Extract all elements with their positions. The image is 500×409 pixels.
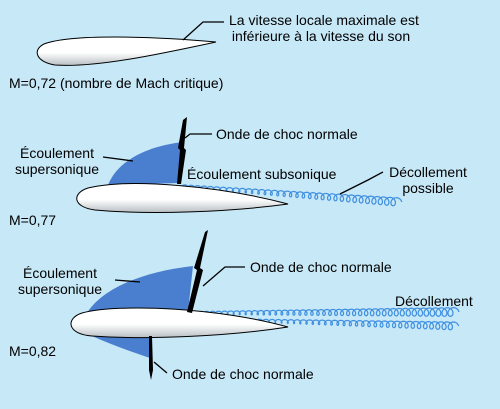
separation-label-3: Décollement — [395, 293, 473, 309]
max-velocity-callout: La vitesse locale maximale est inférieur… — [229, 12, 419, 45]
panel-2 — [76, 117, 403, 213]
wake-2 — [180, 184, 403, 207]
mach-label-2: M=0,77 — [9, 212, 57, 228]
normal-shock-3-lower — [149, 336, 153, 380]
supersonic-leader-3 — [114, 279, 141, 283]
callout-line-2: inférieure à la vitesse du son — [231, 28, 411, 45]
supersonic-line-1: Écoulement — [20, 145, 94, 161]
normal-shock-2 — [177, 117, 187, 184]
supersonic-line-1: Écoulement — [23, 265, 97, 281]
airfoil-2 — [76, 183, 289, 213]
airfoil-3 — [70, 307, 289, 339]
subsonic-label-2: Écoulement subsonique — [187, 166, 337, 182]
callout-line-1: La vitesse locale maximale est — [229, 12, 419, 28]
supersonic-line-2: supersonique — [14, 161, 100, 178]
normal-shock-3-upper — [187, 230, 208, 313]
supersonic-label-3: Écoulement supersonique — [10, 265, 110, 297]
supersonic-label-2: Écoulement supersonique — [10, 145, 104, 177]
shock-upper-label-3: Onde de choc normale — [250, 259, 392, 275]
separation-leader-2 — [339, 171, 384, 195]
callout-leader-1 — [182, 21, 224, 41]
separation-line-1: Décollement — [389, 164, 467, 180]
supersonic-leader-2 — [102, 156, 134, 162]
supersonic-line-2: supersonique — [17, 281, 103, 298]
supersonic-region-2 — [108, 142, 183, 185]
shock-lower-leader-3 — [153, 361, 168, 374]
separation-label-2: Décollement possible — [382, 164, 474, 196]
shock-label-2: Onde de choc normale — [216, 126, 358, 142]
mach-label-3: M=0,82 — [9, 343, 57, 359]
mach-label-1: M=0,72 (nombre de Mach critique) — [9, 75, 224, 91]
shock-lower-label-3: Onde de choc normale — [172, 366, 314, 382]
shock-upper-leader-3 — [202, 266, 245, 287]
separation-line-2: possible — [402, 180, 454, 197]
shock-leader-2 — [184, 133, 212, 139]
supersonic-region-3-upper — [84, 266, 193, 318]
panel-1 — [36, 21, 224, 66]
airfoil-1 — [36, 36, 217, 66]
wake-3 — [190, 307, 460, 331]
panel-3 — [70, 230, 460, 380]
